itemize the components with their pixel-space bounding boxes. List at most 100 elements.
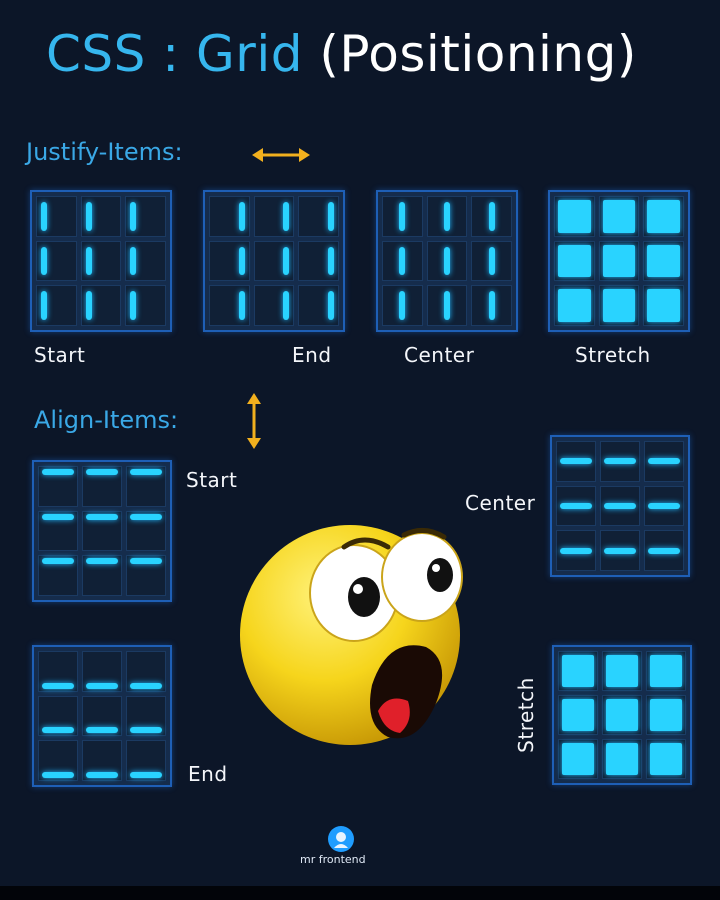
vertical-double-arrow-icon: [247, 393, 261, 449]
grid-cell: [126, 651, 166, 692]
grid-item: [42, 727, 74, 734]
grid-item: [650, 699, 682, 731]
grid-item: [86, 772, 118, 778]
grid-cell: [126, 555, 166, 596]
grid-item: [602, 200, 636, 233]
grid-cell: [253, 196, 295, 237]
grid-item: [443, 291, 450, 320]
grid-item: [558, 200, 591, 233]
grid-item: [130, 469, 162, 475]
grid-cell: [471, 285, 512, 326]
grid-cell: [126, 695, 166, 737]
align-start-grid: [32, 460, 172, 602]
brand-name: mr frontend: [300, 853, 366, 866]
grid-item: [130, 202, 137, 231]
grid-cell: [554, 196, 595, 237]
grid-item: [86, 513, 118, 520]
justify-start-grid: [30, 190, 172, 332]
grid-item: [647, 289, 680, 322]
grid-cell: [426, 240, 468, 282]
align-start-label: Start: [186, 468, 238, 492]
justify-start-label: Start: [34, 343, 86, 367]
grid-cell: [38, 740, 78, 781]
grid-item: [238, 202, 245, 231]
grid-cell: [82, 510, 122, 552]
justify-end-label: End: [292, 343, 332, 367]
grid-cell: [82, 695, 122, 737]
grid-cell: [126, 740, 166, 781]
grid-cell: [38, 555, 78, 596]
justify-end-grid: [203, 190, 345, 332]
grid-item: [85, 291, 92, 320]
align-center-grid: [550, 435, 690, 577]
grid-cell: [382, 240, 423, 282]
grid-item: [130, 291, 137, 320]
grid-cell: [600, 441, 640, 482]
grid-item: [283, 202, 290, 231]
grid-item: [130, 727, 162, 734]
grid-item: [42, 469, 74, 475]
grid-item: [558, 289, 591, 322]
grid-item: [86, 469, 118, 475]
grid-item: [604, 547, 636, 554]
grid-item: [488, 291, 495, 320]
grid-cell: [646, 739, 686, 779]
grid-item: [85, 202, 92, 231]
grid-item: [443, 246, 450, 276]
grid-item: [399, 246, 406, 276]
grid-cell: [80, 285, 122, 326]
grid-cell: [209, 240, 250, 282]
grid-cell: [38, 510, 78, 552]
grid-cell: [558, 739, 598, 779]
grid-cell: [298, 196, 339, 237]
grid-cell: [646, 651, 686, 691]
grid-item: [562, 699, 594, 731]
grid-item: [41, 202, 47, 231]
grid-cell: [646, 695, 686, 735]
grid-cell: [426, 285, 468, 326]
grid-cell: [426, 196, 468, 237]
grid-cell: [558, 695, 598, 735]
grid-cell: [82, 740, 122, 781]
grid-cell: [82, 466, 122, 507]
grid-item: [130, 772, 162, 778]
bottom-bar: [0, 886, 720, 900]
grid-cell: [644, 485, 684, 527]
grid-cell: [82, 651, 122, 692]
align-stretch-grid: [552, 645, 692, 785]
grid-item: [604, 502, 636, 509]
grid-cell: [554, 285, 595, 326]
grid-item: [85, 246, 92, 276]
grid-item: [606, 655, 638, 687]
grid-cell: [125, 196, 166, 237]
grid-cell: [125, 240, 166, 282]
grid-cell: [600, 530, 640, 571]
justify-items-label: Justify-Items:: [26, 138, 183, 166]
grid-cell: [80, 196, 122, 237]
justify-center-grid: [376, 190, 518, 332]
grid-item: [86, 682, 118, 689]
grid-item: [42, 682, 74, 689]
align-items-label: Align-Items:: [34, 406, 179, 434]
brand-logo-icon: [328, 826, 354, 852]
grid-item: [283, 246, 290, 276]
surprised-emoji-icon: [240, 525, 463, 745]
grid-cell: [382, 285, 423, 326]
grid-item: [647, 244, 680, 278]
grid-item: [42, 513, 74, 520]
grid-item: [42, 558, 74, 565]
grid-item: [399, 291, 406, 320]
grid-cell: [644, 441, 684, 482]
grid-cell: [602, 739, 642, 779]
grid-cell: [556, 485, 596, 527]
grid-item: [648, 547, 680, 554]
grid-item: [328, 291, 334, 320]
grid-item: [604, 458, 636, 465]
grid-cell: [125, 285, 166, 326]
grid-item: [86, 558, 118, 565]
grid-item: [328, 246, 334, 276]
grid-cell: [471, 240, 512, 282]
grid-item: [399, 202, 406, 231]
grid-item: [562, 655, 594, 687]
grid-item: [647, 200, 680, 233]
